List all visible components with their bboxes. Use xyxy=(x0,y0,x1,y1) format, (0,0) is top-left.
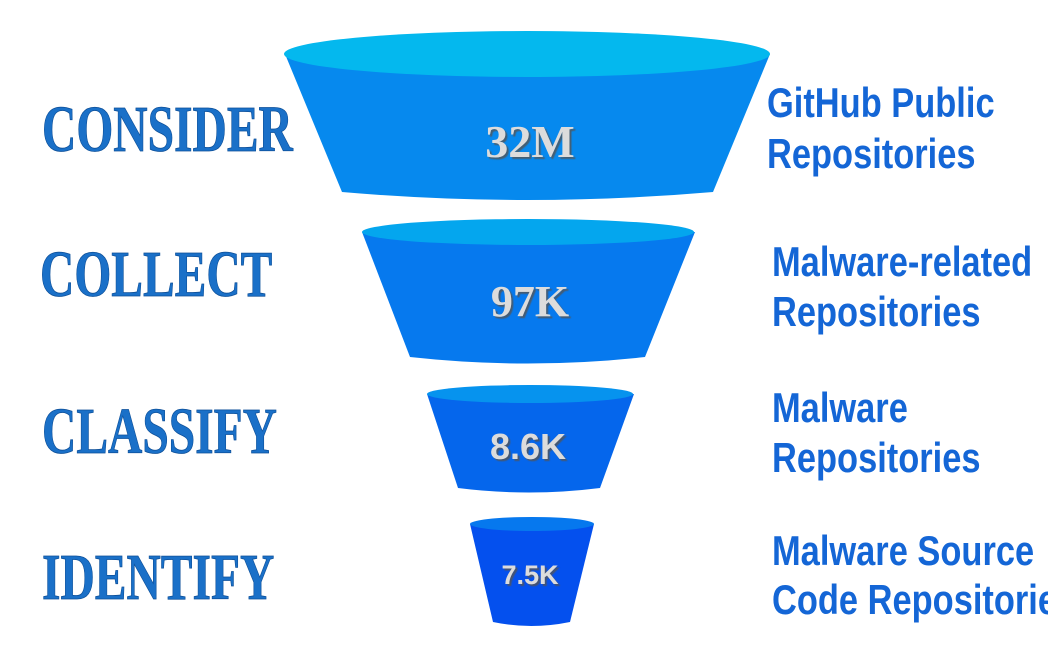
funnel-stage-identify: 7.5K xyxy=(470,517,594,626)
funnel-stage-consider: 32M xyxy=(284,31,770,200)
funnel-value: 7.5K xyxy=(501,560,559,590)
stage-label-collect: COLLECT xyxy=(40,239,272,311)
stage-label-classify: CLASSIFY xyxy=(42,396,277,468)
desc-line: GitHub Public xyxy=(767,80,995,127)
desc-line: Repositories xyxy=(772,289,981,336)
stage-label-consider: CONSIDER xyxy=(42,94,294,166)
desc-label-consider: GitHub Public Repositories xyxy=(767,80,995,178)
desc-line: Repositories xyxy=(772,435,981,482)
funnel-stage-classify: 8.6K xyxy=(427,385,634,493)
funnel-value: 8.6K xyxy=(490,426,566,467)
desc-label-collect: Malware-related Repositories xyxy=(772,239,1032,336)
desc-line: Malware Source xyxy=(772,528,1034,575)
desc-line: Repositories xyxy=(767,131,976,178)
funnel-value: 32M xyxy=(485,116,574,167)
desc-line: Malware-related xyxy=(772,239,1032,286)
desc-label-classify: Malware Repositories xyxy=(772,385,981,482)
funnel-value: 97K xyxy=(491,277,569,326)
desc-line: Malware xyxy=(772,385,908,432)
desc-line: Code Repositories xyxy=(772,577,1048,624)
desc-label-identify: Malware Source Code Repositories xyxy=(772,528,1048,624)
funnel-stage-collect: 97K xyxy=(362,219,695,364)
stage-label-identify: IDENTIFY xyxy=(42,542,274,614)
